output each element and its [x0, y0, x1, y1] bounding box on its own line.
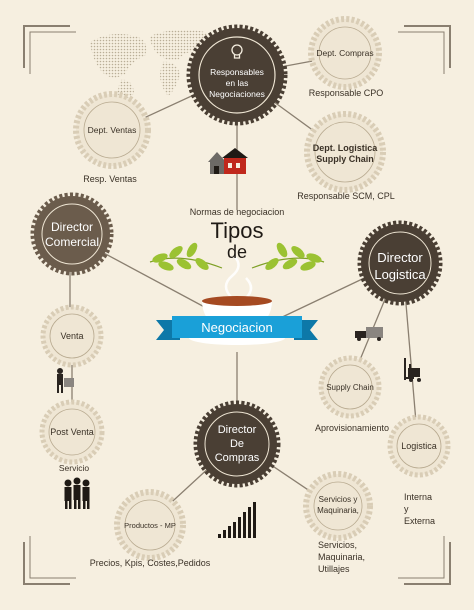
dept-ventas-label: Dept. Ventas [88, 125, 137, 135]
post-venta-label: Post Venta [50, 427, 94, 437]
label-y: y [404, 504, 409, 514]
node-dept-compras: Dept. Compras [308, 16, 382, 90]
bar-chart-icon [218, 502, 256, 538]
servicios-line-1: Servicios y [319, 495, 358, 504]
director-comercial-line-1: Director [51, 220, 93, 234]
node-director-logistica: Director Logistica [357, 220, 443, 306]
responsables-line-1: Responsables [210, 67, 264, 77]
node-venta: Venta [40, 304, 104, 368]
label-normas: Normas de negociacion [190, 207, 285, 217]
house-icon [208, 148, 248, 174]
label-responsable-scm: Responsable SCM, CPL [297, 191, 395, 201]
node-logistica: Logistica [387, 414, 451, 478]
presenter-icon [57, 368, 74, 393]
node-supply-chain: Supply Chain [318, 355, 382, 419]
director-logistica-line-2: Logistica [374, 267, 426, 282]
dept-logistica-line-2: Supply Chain [316, 154, 374, 164]
responsables-line-2: en las [226, 78, 249, 88]
dept-logistica-line-1: Dept. Logistica [313, 143, 379, 153]
director-compras-line-3: Compras [215, 452, 260, 464]
node-director-comercial: Director Comercial [30, 192, 114, 276]
director-compras-line-2: De [230, 438, 244, 450]
leaf-branch-left [149, 242, 223, 271]
node-servicios: Servicios y Maquinaria, [303, 471, 373, 541]
forklift-icon [404, 358, 421, 382]
node-dept-logistica: Dept. Logistica Supply Chain [304, 111, 386, 193]
label-servicios-3: Utillajes [318, 564, 350, 574]
servicios-line-2: Maquinaria, [317, 506, 359, 515]
label-servicios-2: Maquinaria, [318, 552, 365, 562]
productos-mp-label: Productos - MP [124, 521, 176, 530]
node-dept-ventas: Dept. Ventas [73, 91, 151, 169]
node-productos-mp: Productos - MP [114, 489, 186, 561]
label-interna: Interna [404, 492, 432, 502]
leaf-branch-right [251, 242, 325, 271]
title-line-2: de [227, 242, 247, 262]
director-comercial-line-2: Comercial [45, 235, 99, 249]
director-compras-line-1: Director [218, 424, 257, 436]
node-director-compras: Director De Compras [193, 400, 281, 488]
director-logistica-line-1: Director [377, 250, 423, 265]
logistica-label: Logistica [401, 441, 437, 451]
label-externa: Externa [404, 516, 435, 526]
label-resp-ventas: Resp. Ventas [83, 174, 137, 184]
label-responsable-cpo: Responsable CPO [309, 88, 384, 98]
free-labels: Responsable CPO Resp. Ventas Responsable… [59, 88, 435, 574]
label-aprovisionamiento: Aprovisionamiento [315, 423, 389, 433]
node-post-venta: Post Venta [39, 399, 105, 465]
title-line-1: Tipos [211, 218, 264, 243]
people-icon [64, 477, 90, 509]
frame-corners [23, 25, 451, 585]
dept-compras-label: Dept. Compras [316, 48, 373, 58]
title-banner-text: Negociacion [201, 320, 273, 335]
steam-swirl [224, 255, 253, 299]
title-banner: Negociacion [156, 316, 318, 340]
responsables-line-3: Negociaciones [209, 89, 265, 99]
truck-icon [355, 327, 383, 341]
supply-chain-label: Supply Chain [326, 383, 374, 392]
label-precios: Precios, Kpis, Costes,Pedidos [90, 558, 211, 568]
label-servicios-1: Servicios, [318, 540, 357, 550]
label-servicio: Servicio [59, 463, 90, 473]
lightbulb-icon [231, 44, 243, 59]
node-responsables: Responsables en las Negociaciones [186, 24, 288, 126]
venta-label: Venta [60, 331, 83, 341]
